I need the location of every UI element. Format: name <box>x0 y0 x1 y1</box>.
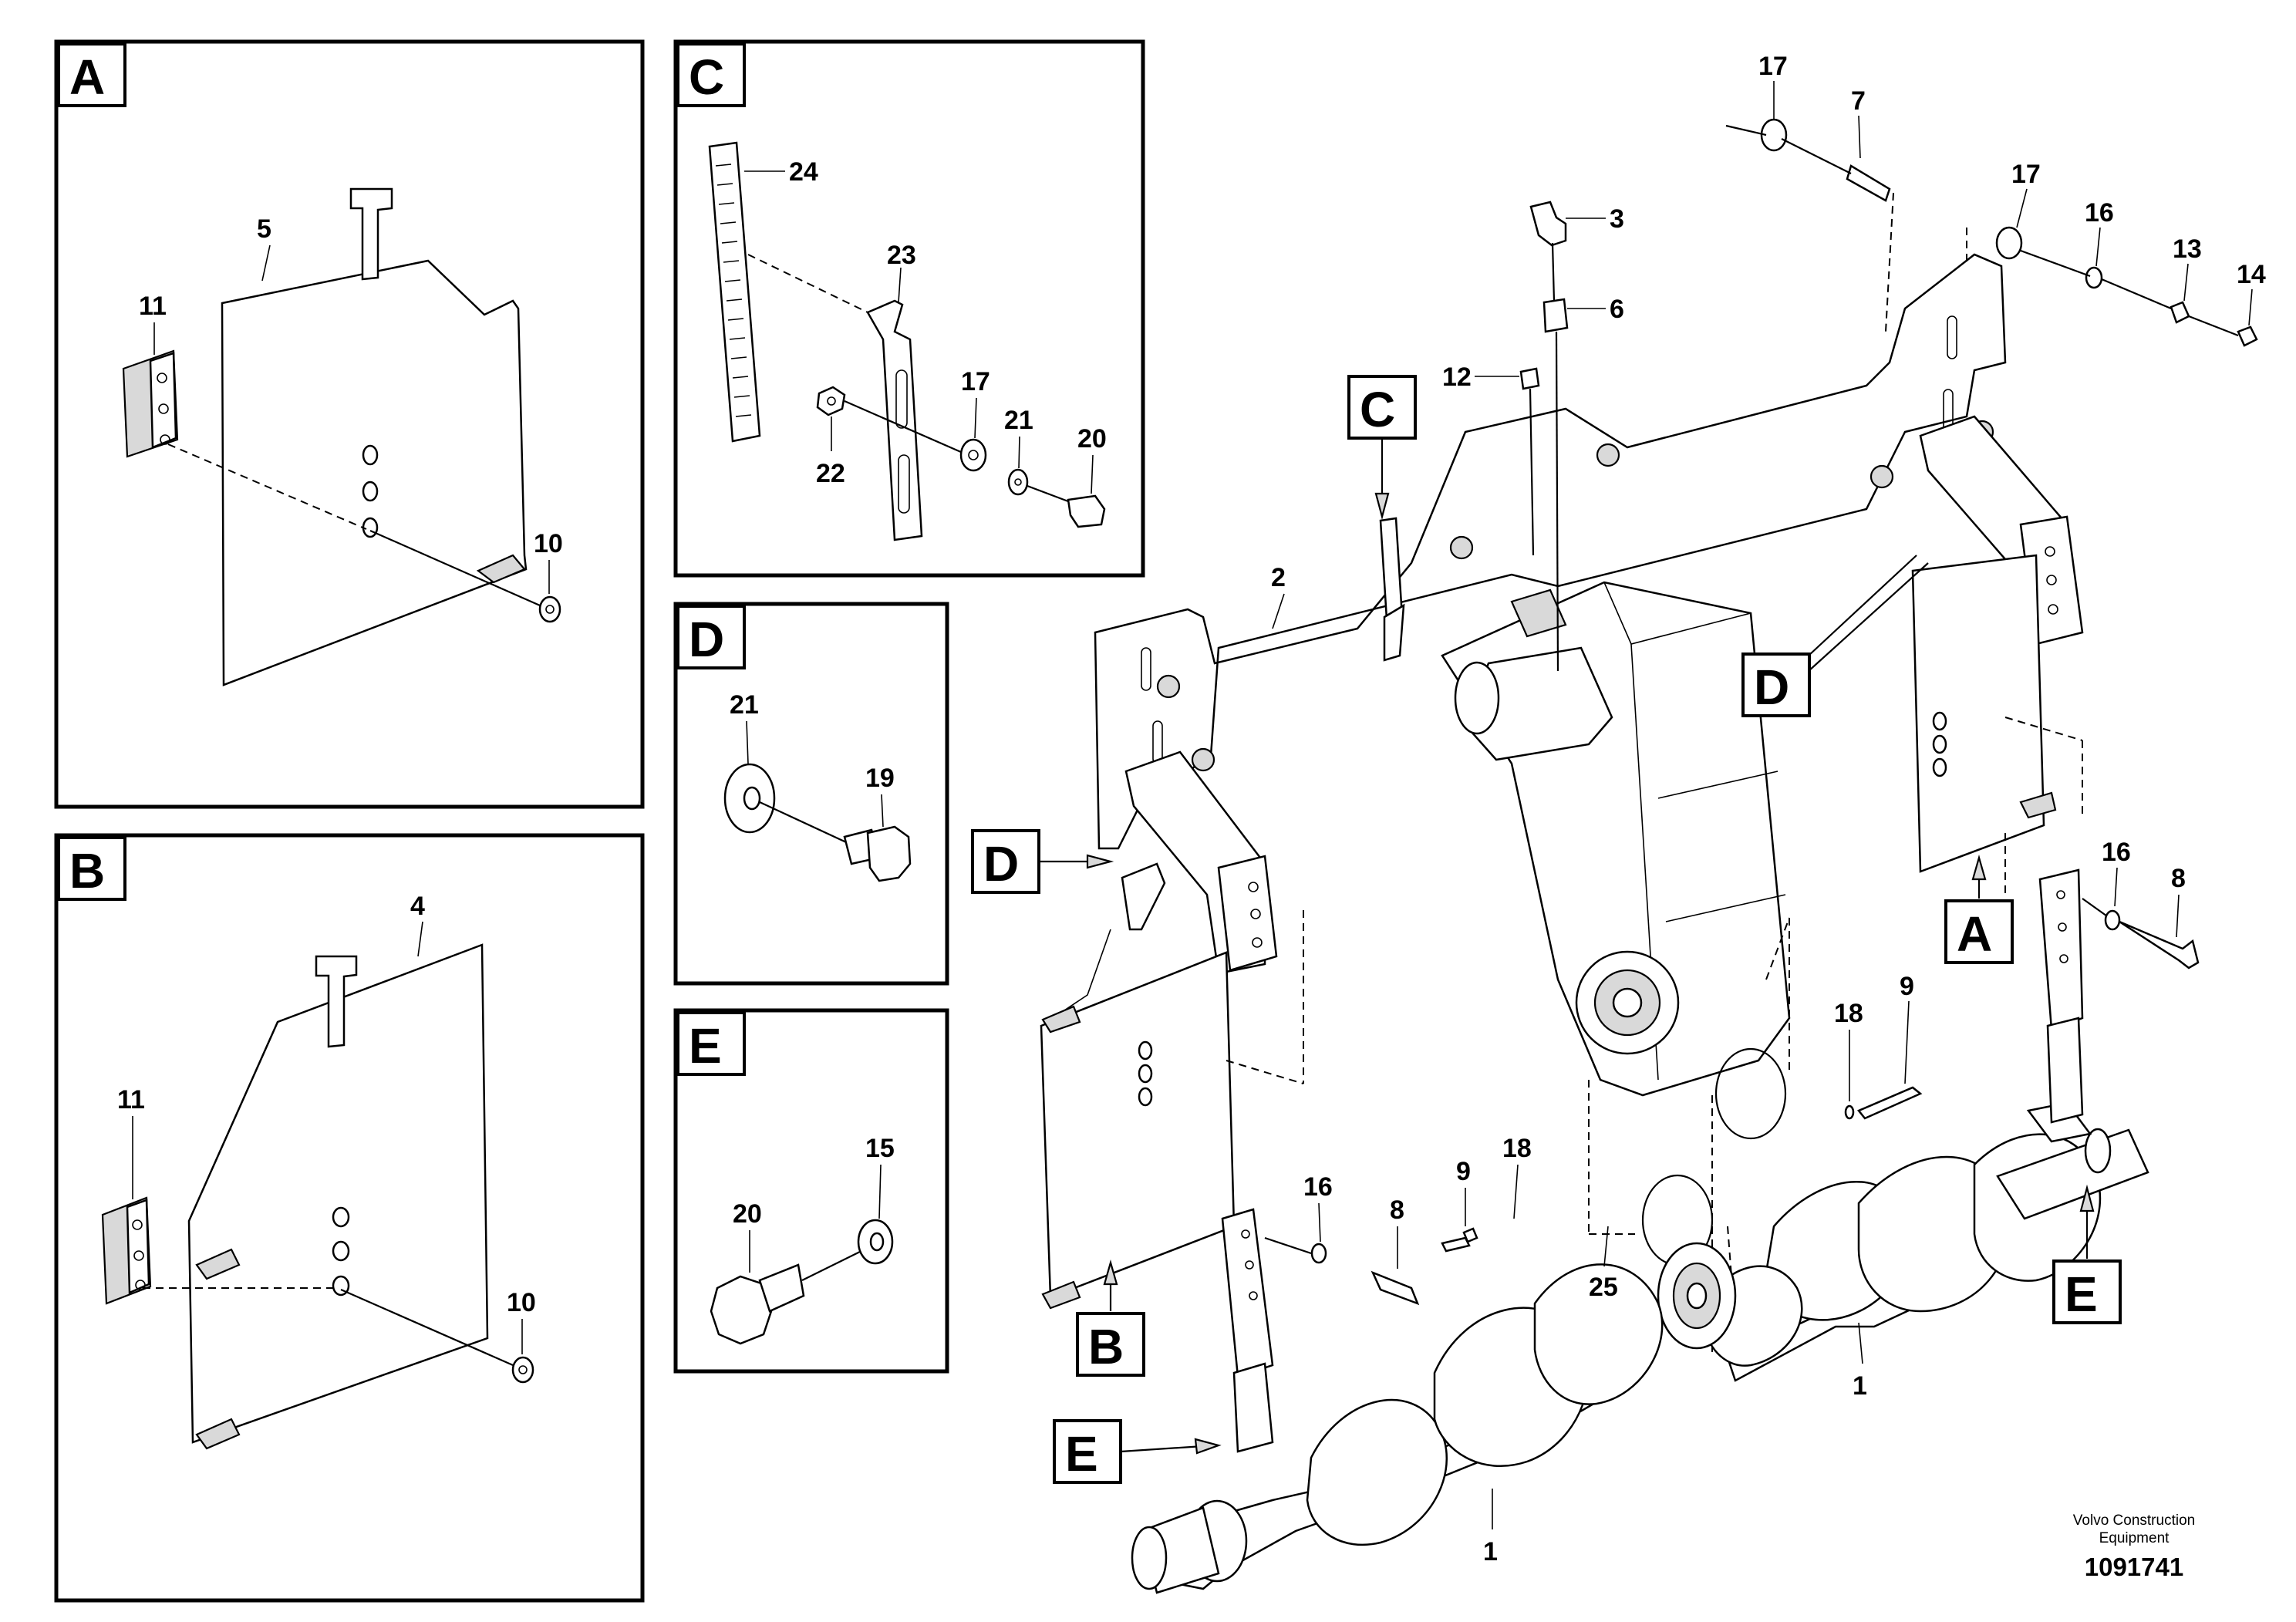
callout-11: 11 <box>117 1085 145 1114</box>
callout-9: 9 <box>1456 1157 1471 1186</box>
document-number: 1091741 <box>2085 1553 2183 1581</box>
left-auger <box>1131 1263 1664 1594</box>
callout-10: 10 <box>507 1288 536 1317</box>
left-cover-plate <box>1040 929 1236 1310</box>
tag-b-main: B <box>1076 1259 1145 1377</box>
tag-d-right: D <box>1741 555 1929 717</box>
callout-21: 21 <box>730 690 759 720</box>
callout-22: 22 <box>816 459 845 488</box>
svg-text:C: C <box>1360 382 1395 437</box>
callout-12: 12 <box>1442 363 1472 392</box>
frame-plate-2 <box>1094 253 2007 850</box>
frame-level-scale <box>1379 517 1405 662</box>
right-auger <box>1657 1101 2149 1382</box>
screw-10 <box>538 595 561 623</box>
callout-4: 4 <box>410 892 425 921</box>
left-arm <box>1121 750 1278 975</box>
callout-23: 23 <box>887 241 916 270</box>
svg-text:E: E <box>1065 1426 1098 1482</box>
callout-9: 9 <box>1900 972 1914 1001</box>
svg-text:E: E <box>2065 1266 2098 1322</box>
svg-text:B: B <box>1088 1319 1124 1374</box>
tag-a-main: A <box>1944 854 2014 964</box>
fitting-6 <box>1542 298 1569 333</box>
elbow-fitting-3 <box>1529 201 1567 247</box>
callout-21: 21 <box>1004 406 1033 435</box>
panel-d-label: D <box>689 612 724 667</box>
callout-17: 17 <box>2011 160 2041 189</box>
callout-11: 11 <box>139 292 167 321</box>
callout-17: 17 <box>1758 52 1788 81</box>
drive-housing <box>1441 581 1791 1097</box>
callout-7: 7 <box>1851 86 1866 116</box>
bolt-20 <box>1067 494 1106 528</box>
panel-e: E 20 15 <box>673 1008 949 1374</box>
main-assembly: 17 7 17 16 13 14 3 6 12 2 16 8 18 9 9 18… <box>971 52 2266 1594</box>
panel-e-label: E <box>689 1018 722 1074</box>
panel-d: D 21 19 <box>673 602 949 986</box>
cap-12 <box>1519 367 1540 390</box>
callout-1: 1 <box>1853 1371 1867 1401</box>
hinge-11 <box>101 1196 152 1305</box>
tag-e-right: E <box>2052 1184 2122 1324</box>
brand-line-1: Volvo Construction <box>2073 1512 2195 1529</box>
callout-16: 16 <box>2102 838 2131 867</box>
tag-d-left: D <box>971 829 1114 894</box>
level-scale-24 <box>708 141 761 443</box>
callout-2: 2 <box>1271 563 1286 592</box>
callout-14: 14 <box>2237 260 2266 289</box>
callout-25: 25 <box>1589 1273 1618 1302</box>
callout-20: 20 <box>1077 424 1107 454</box>
washer-21 <box>723 763 776 834</box>
screw-10 <box>511 1356 534 1384</box>
callout-15: 15 <box>865 1134 895 1163</box>
svg-text:D: D <box>983 836 1019 892</box>
callout-3: 3 <box>1610 204 1624 234</box>
callout-1: 1 <box>1483 1537 1498 1566</box>
bolt-19 <box>843 825 912 882</box>
svg-text:D: D <box>1754 659 1789 715</box>
panel-b: B 4 11 10 <box>54 833 645 1603</box>
tag-e-left: E <box>1053 1419 1222 1484</box>
cover-plate-4 <box>187 943 489 1450</box>
callout-10: 10 <box>534 529 563 558</box>
callout-24: 24 <box>789 157 818 187</box>
callout-5: 5 <box>257 214 271 244</box>
tag-c-main: C <box>1347 375 1417 521</box>
brand-line-2: Equipment <box>2099 1530 2170 1546</box>
callout-8: 8 <box>2171 864 2186 893</box>
callout-18: 18 <box>1834 999 1863 1028</box>
right-cover-plate <box>1911 554 2057 873</box>
right-bearing-arm <box>2038 868 2084 1124</box>
svg-text:A: A <box>1957 906 1992 962</box>
callout-8: 8 <box>1390 1195 1404 1225</box>
cover-plate-5 <box>221 187 528 686</box>
callout-16: 16 <box>2085 198 2114 228</box>
washer-21 <box>1007 468 1029 496</box>
hinge-11 <box>122 349 179 458</box>
bolt-20 <box>710 1263 805 1345</box>
left-bearing-arm <box>1221 1208 1274 1453</box>
panel-c: C 24 23 22 <box>673 39 1145 578</box>
washer-15 <box>857 1219 894 1265</box>
callout-16: 16 <box>1303 1172 1333 1202</box>
panel-b-label: B <box>69 843 105 899</box>
callout-20: 20 <box>733 1199 762 1229</box>
callout-18: 18 <box>1502 1134 1532 1163</box>
panel-c-label: C <box>689 49 724 105</box>
callout-19: 19 <box>865 764 895 793</box>
callout-6: 6 <box>1610 295 1624 324</box>
panel-a-label: A <box>69 49 105 105</box>
callout-17: 17 <box>961 367 990 396</box>
nut-22 <box>816 386 846 416</box>
panel-a: A 5 11 10 <box>54 39 645 809</box>
callout-13: 13 <box>2173 234 2202 264</box>
washer-17 <box>959 438 987 472</box>
scale-bracket-23 <box>866 299 923 541</box>
